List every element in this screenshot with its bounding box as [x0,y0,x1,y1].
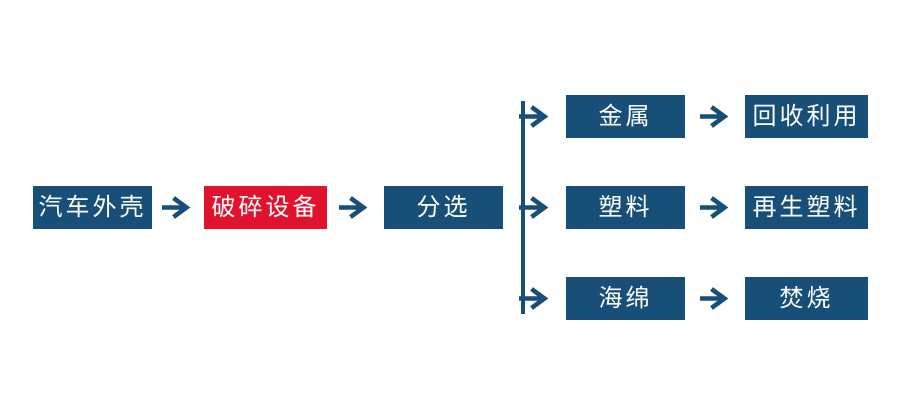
arrow-right-icon [519,103,549,130]
arrow-right-icon [338,194,368,221]
node-recycled-plastic: 再生塑料 [745,186,868,229]
node-metal: 金属 [566,95,685,138]
arrow-right-icon [699,194,729,221]
node-plastic: 塑料 [566,186,685,229]
node-car-shell: 汽车外壳 [33,186,152,229]
arrow-right-icon [519,285,549,312]
node-recycle-reuse: 回收利用 [745,95,868,138]
arrow-right-icon [699,285,729,312]
arrow-right-icon [699,103,729,130]
node-crusher-equipment: 破碎设备 [204,186,327,229]
arrow-right-icon [161,194,191,221]
arrow-right-icon [519,194,549,221]
node-sorting: 分选 [384,186,503,229]
node-sponge: 海绵 [566,277,685,320]
node-incineration: 焚烧 [745,277,868,320]
